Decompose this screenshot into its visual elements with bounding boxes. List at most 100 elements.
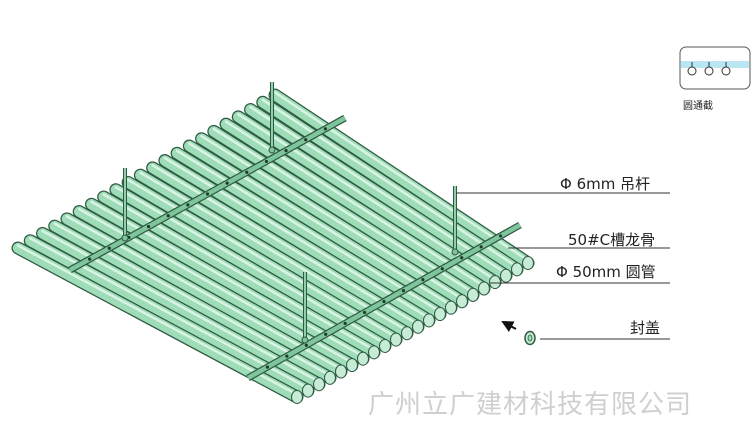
tube-highlight <box>188 142 453 307</box>
keel-bolt <box>382 299 386 304</box>
keel-bolt <box>186 203 190 207</box>
keel-bolt <box>245 170 249 174</box>
tube-end-cap <box>401 326 413 341</box>
keel-bolt <box>107 246 111 250</box>
tube-highlight <box>53 222 332 377</box>
tube-end-cap <box>434 307 446 322</box>
tube-end-cap <box>324 370 336 385</box>
section-inset <box>679 46 751 90</box>
round-tube <box>244 103 513 283</box>
tube-highlight <box>90 200 365 358</box>
tube-end-cap <box>291 390 303 404</box>
round-tube <box>133 168 414 341</box>
tube-body <box>233 111 501 288</box>
tube-body <box>257 97 523 275</box>
tube-end-cap <box>346 358 358 373</box>
round-tube <box>207 124 480 302</box>
tube-end-cap <box>379 338 391 353</box>
tube-body <box>159 155 435 326</box>
tube-highlight <box>261 98 519 269</box>
round-tube <box>146 161 425 334</box>
tube-highlight <box>102 193 376 352</box>
keel-bolt <box>304 138 308 142</box>
keel-bolt <box>440 267 444 271</box>
keel-bolt <box>284 148 288 153</box>
round-tube <box>268 88 535 270</box>
tube-end-cap <box>478 281 490 296</box>
tube-highlight <box>163 156 431 320</box>
round-tube <box>170 146 447 322</box>
inset-channel-band <box>681 61 749 68</box>
keel-bolt <box>146 224 151 229</box>
inset-caption: 圆通截 <box>683 101 713 112</box>
round-tube <box>231 110 502 290</box>
keel-bolt <box>285 354 289 358</box>
round-tube <box>195 132 469 309</box>
keel-bolt <box>498 234 503 238</box>
keel-bolt <box>323 127 327 131</box>
tube-body <box>208 126 479 301</box>
tube-highlight <box>139 171 409 332</box>
inset-tube-section <box>704 66 714 76</box>
leader-line-group <box>456 192 670 340</box>
hanger-rod <box>451 186 459 256</box>
round-tube <box>11 241 304 404</box>
keel-bolt <box>401 288 406 293</box>
tube-end-cap <box>456 294 468 309</box>
hanger-rod <box>301 272 309 344</box>
arrow-icon <box>501 321 517 333</box>
tube-end-cap <box>445 300 457 315</box>
rod-clip <box>268 146 276 154</box>
tube-end-cap <box>467 287 479 302</box>
tube-end-cap <box>522 256 534 270</box>
tube-end-cap <box>313 377 325 392</box>
keel-bolt <box>205 192 210 196</box>
tube-body <box>110 184 391 352</box>
tube-body <box>245 104 512 282</box>
tube-end-cap <box>423 313 435 328</box>
tube-highlight <box>114 185 387 345</box>
tube-highlight <box>212 127 475 294</box>
rod-clip <box>121 234 129 242</box>
c-channel-label: 50#C槽龙骨 <box>568 231 656 249</box>
end-cap-part <box>501 321 536 346</box>
tube-end-cap <box>390 332 402 347</box>
tube-end-cap <box>368 345 380 360</box>
end-cap-center <box>527 334 533 342</box>
tube-body <box>196 133 468 307</box>
hanger-rod <box>268 82 276 154</box>
tube-body <box>122 177 402 345</box>
tube-highlight <box>273 91 530 262</box>
tube-end-cap <box>489 275 501 290</box>
rod-clip <box>301 336 309 344</box>
tube-highlight <box>16 244 299 396</box>
tube-body <box>171 148 446 320</box>
tube-highlight <box>126 178 398 339</box>
round-tube <box>182 139 458 315</box>
round-tube <box>256 95 524 277</box>
tube-body <box>12 242 303 403</box>
tube-highlight <box>175 149 442 313</box>
tube-highlight <box>151 164 420 326</box>
round-tube-label: Φ 50mm 圆管 <box>556 263 656 281</box>
hanger-rod-group <box>121 82 459 344</box>
keel-bolt <box>265 365 270 369</box>
keel-bolt <box>421 278 425 282</box>
tube-end-cap <box>357 351 369 366</box>
round-tube <box>109 183 392 353</box>
tube-highlight <box>65 215 343 371</box>
hanger-rod <box>121 168 129 242</box>
keel-bolt <box>264 159 269 164</box>
tube-highlight <box>200 134 464 301</box>
tube-end-cap <box>500 268 512 283</box>
tube-body <box>147 162 424 333</box>
round-tube <box>121 175 403 347</box>
watermark-text: 广州立广建材科技有限公司 <box>368 390 693 420</box>
end-cap-label: 封盖 <box>630 319 661 337</box>
keel-bolt <box>343 321 347 325</box>
rod-clip <box>451 248 459 256</box>
tube-highlight <box>249 105 508 275</box>
tube-body <box>269 89 534 269</box>
keel-bolt <box>166 214 170 218</box>
c-channel-keel <box>246 221 522 382</box>
